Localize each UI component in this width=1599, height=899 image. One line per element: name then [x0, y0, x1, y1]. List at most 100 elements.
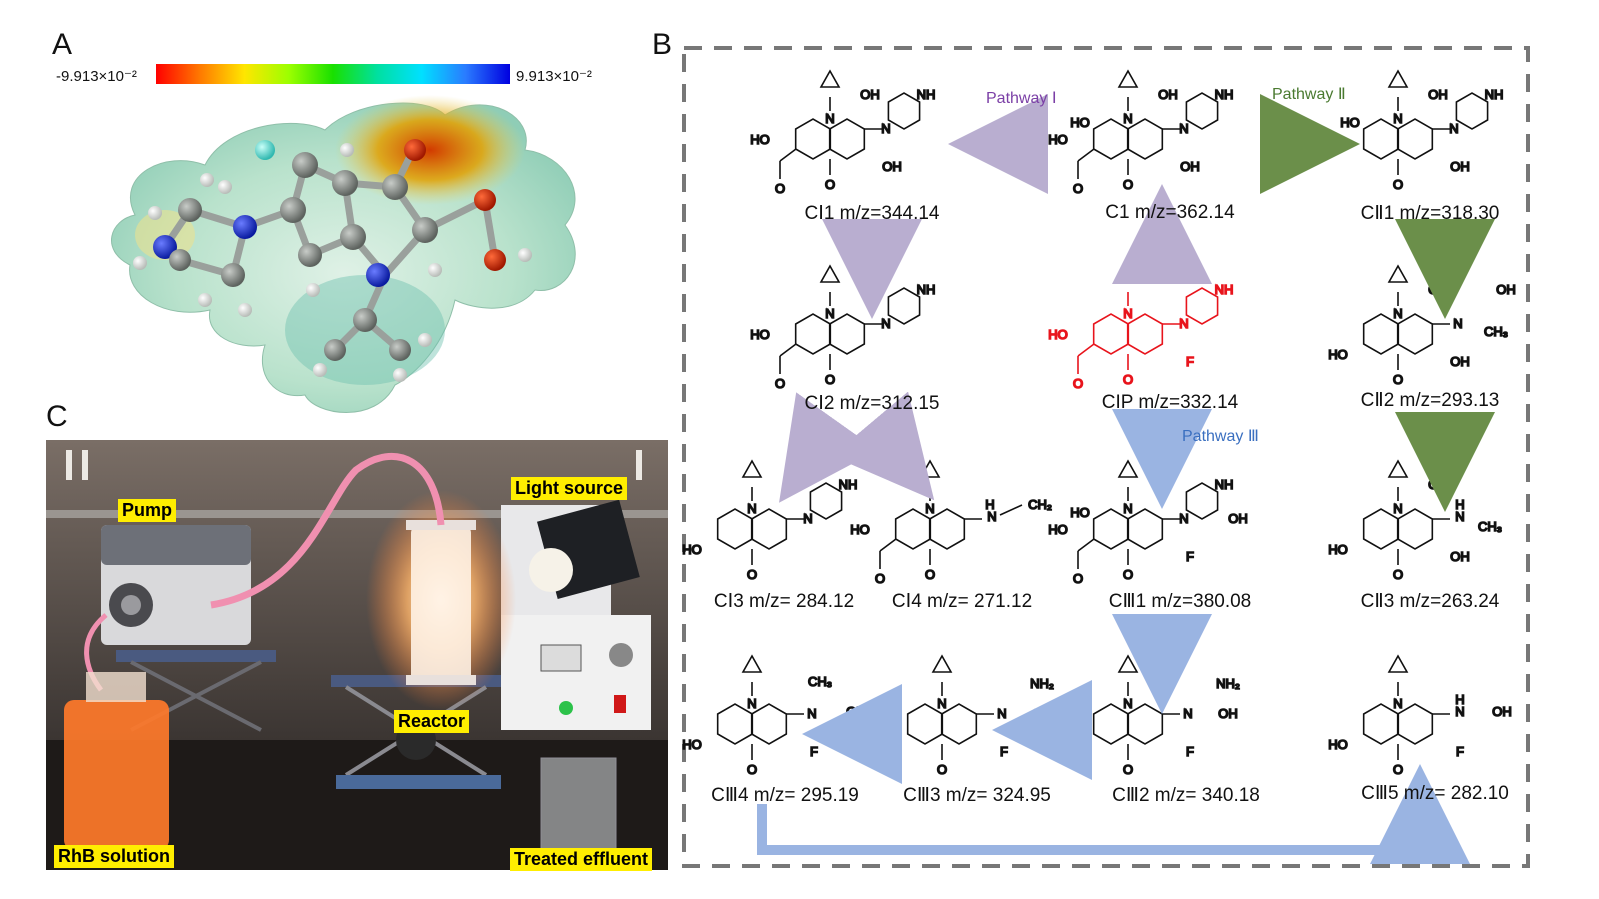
atom-nn-ciii3: N — [997, 706, 1006, 721]
atom-oh8-ci1: OH — [860, 87, 880, 102]
atom-o2-c1: O — [1073, 181, 1083, 196]
atom-ho3-ciii3: HO — [872, 737, 892, 752]
molecule-label-cii3: CⅡ3 m/z=263.24 — [1360, 591, 1500, 612]
molecule-atoms — [133, 139, 532, 382]
atom-n7-c1: N — [1179, 121, 1188, 136]
atom-ho3-ciii4: HO — [682, 737, 702, 752]
atom-ho-ci2: HO — [750, 327, 770, 342]
atom-oh6-c1: OH — [1180, 159, 1200, 174]
atom-n-ciii1: N — [1123, 501, 1132, 516]
atom-oh6-cii2: OH — [1450, 354, 1470, 369]
atom-nh-c1: NH — [1215, 87, 1234, 102]
pathway-1-label: Pathway Ⅰ — [986, 90, 1057, 107]
pathway-3-label: Pathway Ⅲ — [1182, 428, 1259, 445]
atom-nh-cip: NH — [1215, 282, 1234, 297]
molecule-label-cip: CIP m/z=332.14 — [1101, 392, 1239, 413]
atom-n-ciii5: N — [1393, 696, 1402, 711]
atom-n7-ci3: N — [803, 511, 812, 526]
molecule-label-ciii2: CⅢ2 m/z= 340.18 — [1112, 785, 1260, 806]
atom-ch3-ciii4: CH₃ — [808, 674, 832, 689]
atom-n7-ciii1: N — [1179, 511, 1188, 526]
atom-ho2-cii1: HO — [1340, 115, 1360, 130]
atom-ho-c1: HO — [1048, 132, 1068, 147]
atom-ho3-ciii2: HO — [1058, 737, 1078, 752]
photo-label-reactor: Reactor — [394, 710, 470, 733]
atom-nn-cii3: N — [1455, 509, 1464, 524]
atom-oh8-c1: OH — [1158, 87, 1178, 102]
molecule-label-ci1: CⅠ1 m/z=344.14 — [804, 203, 940, 224]
atom-n-ciii3: N — [937, 696, 946, 711]
atom-o2-cip: O — [1073, 376, 1083, 391]
atom-o-c1: O — [1123, 177, 1133, 192]
atom-oh8-cii3: OH — [1428, 477, 1448, 492]
molecule-label-ciii5: CⅢ5 m/z= 282.10 — [1361, 783, 1509, 804]
atom-ho-cip: HO — [1048, 327, 1068, 342]
atom-ho3-ciii5: HO — [1328, 737, 1348, 752]
atom-ho-ciii1: HO — [1048, 522, 1068, 537]
molecule-label-ciii3: CⅢ3 m/z= 324.95 — [903, 785, 1051, 806]
atom-ho2-c1: HO — [1070, 115, 1090, 130]
pathway-diagram: NOOHOOHOHNNHNOOHOHOOHOHNNHNOHOOHOHNNHNOO… — [681, 46, 1530, 868]
panel-label-b: B — [652, 28, 673, 61]
molecule-label-ciii4: CⅢ4 m/z= 295.19 — [711, 785, 859, 806]
atom-f-ciii2: F — [1186, 744, 1194, 759]
atom-o-ci1: O — [825, 177, 835, 192]
atom-nh-cii1: NH — [1485, 87, 1504, 102]
molecule-label-ci2: CⅠ2 m/z=312.15 — [804, 393, 940, 414]
atom-f-ciii4: F — [810, 744, 818, 759]
molecule-label-ciii1: CⅢ1 m/z=380.08 — [1108, 591, 1252, 612]
atom-oh-ciii3: OH — [1032, 706, 1052, 721]
atom-o2-ci2: O — [775, 376, 785, 391]
effluent-beaker — [540, 757, 617, 854]
atom-n-ci3: N — [747, 501, 756, 516]
setup-photo: Pump Light source Reactor RhB solution T… — [46, 440, 668, 871]
atom-h-ciii5: H — [1455, 692, 1464, 707]
arrow-ci2-to-ci4 — [831, 391, 935, 501]
molecule-label-ci3: CⅠ3 m/z= 284.12 — [713, 591, 855, 612]
power-supply — [501, 615, 651, 730]
dashed-frame — [682, 46, 1530, 868]
atom-f-ciii3: F — [1000, 744, 1008, 759]
atom-o-ci2: O — [825, 372, 835, 387]
atom-nh-ciii1: NH — [1215, 477, 1234, 492]
atom-o-cii1: O — [1393, 177, 1403, 192]
atom-n-ciii4: N — [747, 696, 756, 711]
atom-ho2-ciii2: HO — [1070, 700, 1090, 715]
atom-nn-ciii2: N — [1183, 706, 1192, 721]
atom-nn-ciii5: N — [1455, 704, 1464, 719]
atom-n-cii3: N — [1393, 501, 1402, 516]
molecule-label-cii2: CⅡ2 m/z=293.13 — [1360, 390, 1500, 411]
photo-label-light-source: Light source — [511, 477, 628, 500]
atom-n-cii1: N — [1393, 111, 1402, 126]
atom-h-ci4: H — [985, 497, 994, 512]
atom-o2-ci1: O — [775, 181, 785, 196]
atom-o2-ci4: O — [875, 571, 885, 586]
atom-o-ci4: O — [925, 567, 935, 582]
panel-label-c: C — [46, 400, 68, 433]
atom-oh-ciii2: OH — [1218, 706, 1238, 721]
atom-o-ciii3: O — [937, 762, 947, 777]
atom-o-ciii1: O — [1123, 567, 1133, 582]
atom-n-ciii2: N — [1123, 696, 1132, 711]
atom-oh6-cii1: OH — [1450, 159, 1470, 174]
atom-o-ciii5: O — [1393, 762, 1403, 777]
atom-n7-ci1: N — [881, 121, 890, 136]
electrostatic-potential-map — [111, 95, 576, 413]
atom-nv-ci4: N — [987, 509, 996, 524]
rhb-bottle — [64, 700, 169, 850]
photo-label-treated-effluent: Treated effluent — [510, 848, 653, 871]
atom-o-ciii2: O — [1123, 762, 1133, 777]
atom-ho2-ciii1: HO — [1070, 505, 1090, 520]
atom-pipoh-ciii1: OH — [1228, 511, 1248, 526]
atom-oh-cii2: OH — [1496, 282, 1516, 297]
